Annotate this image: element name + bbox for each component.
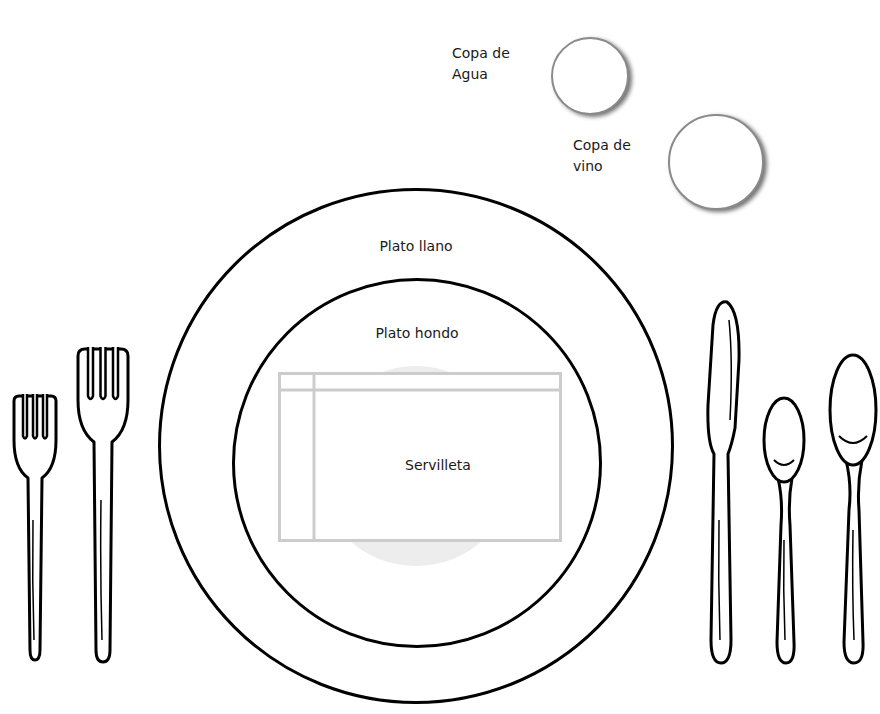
napkin: Servilleta — [278, 372, 562, 542]
flat-plate: Plato llanoPlato hondoServilleta — [158, 188, 674, 704]
dinner-fork — [78, 347, 128, 662]
soup-spoon — [830, 355, 876, 663]
salad-fork — [14, 394, 56, 660]
soup-plate-label: Plato hondo — [375, 325, 458, 341]
wine-glass: Copa de vino — [570, 108, 770, 220]
napkin-label: Servilleta — [405, 457, 471, 473]
knife — [708, 302, 739, 663]
water-glass: Copa de Agua — [450, 36, 630, 120]
teaspoon — [764, 398, 804, 663]
flat-plate-label: Plato llano — [379, 238, 452, 254]
soup-plate: Plato hondoServilleta — [232, 278, 602, 648]
water-glass-label: Copa de Agua — [452, 45, 510, 82]
wine-glass-label: Copa de vino — [573, 137, 631, 174]
